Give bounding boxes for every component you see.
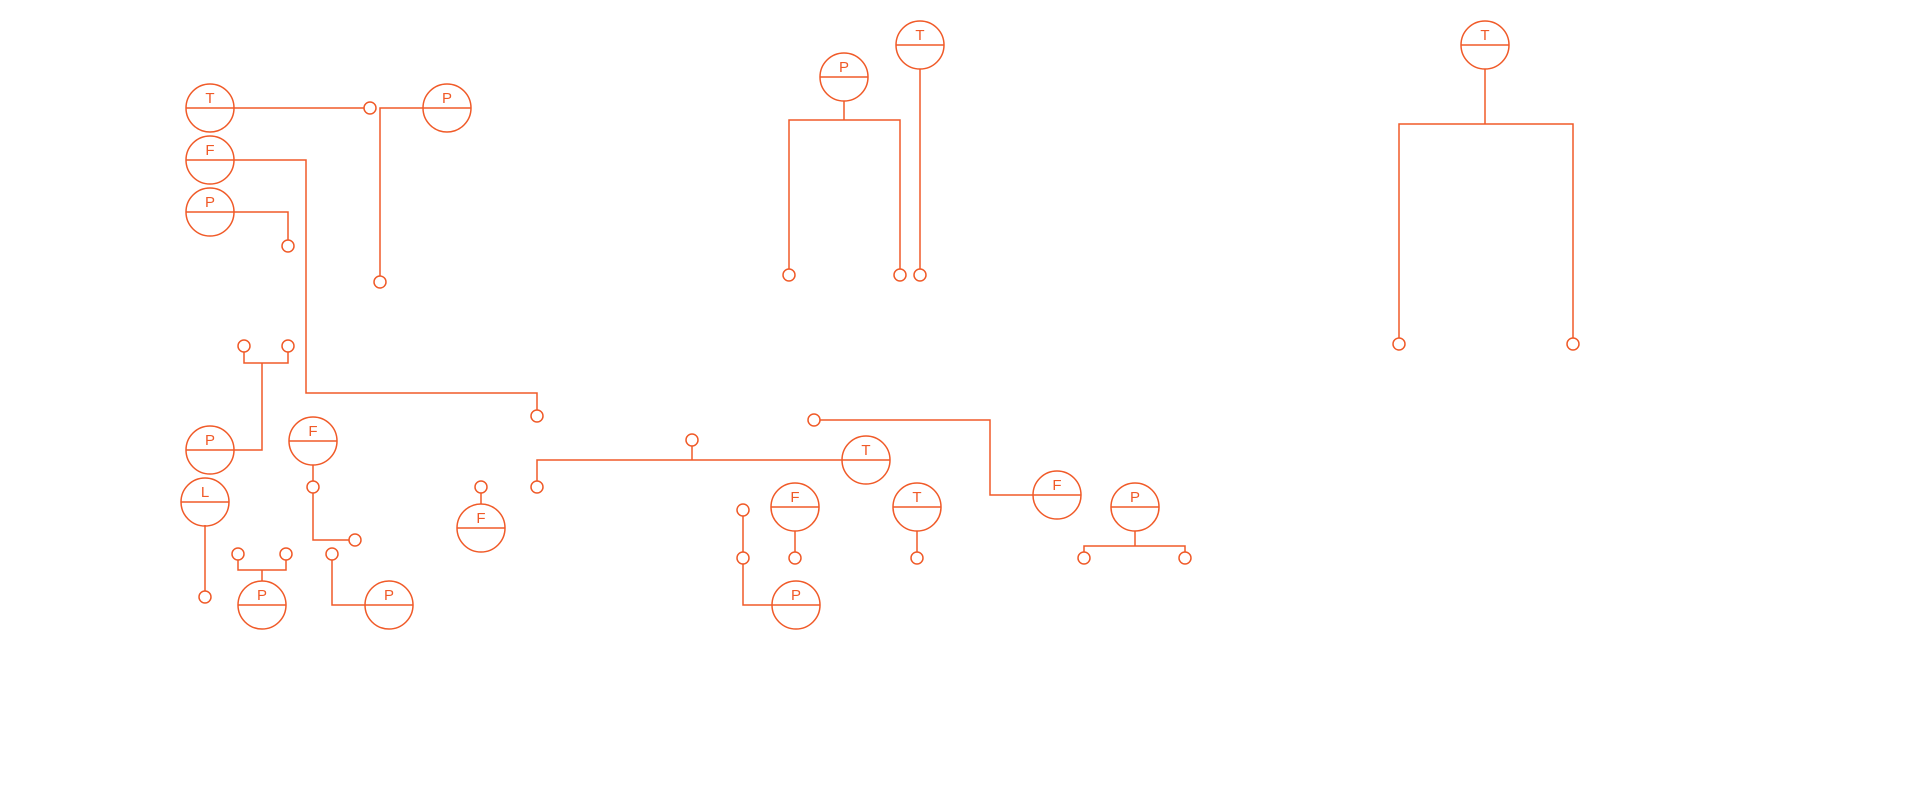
connection-line (237, 560, 287, 571)
connection-line (742, 564, 772, 606)
connection-port[interactable] (1392, 337, 1406, 351)
connection-port[interactable] (198, 590, 212, 604)
connection-line (234, 159, 538, 410)
connection-port[interactable] (363, 101, 377, 115)
connection-line (331, 560, 365, 606)
connection-line (1398, 123, 1574, 338)
connection-port[interactable] (281, 239, 295, 253)
gauge-label: T (915, 27, 924, 44)
connection-line (234, 363, 263, 451)
connection-line (379, 107, 423, 276)
connection-port[interactable] (1178, 551, 1192, 565)
connection-port[interactable] (348, 533, 362, 547)
connection-port[interactable] (910, 551, 924, 565)
connection-port[interactable] (325, 547, 339, 561)
gauge-label: F (308, 423, 317, 440)
connection-port[interactable] (736, 551, 750, 565)
gauge-label: T (205, 90, 214, 107)
connection-port[interactable] (807, 413, 821, 427)
connection-port[interactable] (474, 480, 488, 494)
gauge-label: T (1480, 27, 1489, 44)
connection-line (536, 459, 842, 481)
connection-line (820, 419, 1033, 496)
gauge-label: P (257, 587, 267, 604)
gauge-label: P (1130, 489, 1140, 506)
gauge-label: P (839, 59, 849, 76)
gauge-label: F (476, 510, 485, 527)
gauge-label: F (1052, 477, 1061, 494)
connection-line (788, 119, 901, 269)
connection-port[interactable] (893, 268, 907, 282)
gauge-label: T (912, 489, 921, 506)
connection-port[interactable] (736, 503, 750, 517)
connection-port[interactable] (237, 339, 251, 353)
gauge-label: T (861, 442, 870, 459)
connection-port[interactable] (530, 409, 544, 423)
connection-line (1083, 545, 1186, 552)
gauge-label: F (790, 489, 799, 506)
connection-port[interactable] (788, 551, 802, 565)
connection-port[interactable] (231, 547, 245, 561)
gauge-label: P (205, 194, 215, 211)
connection-line (312, 493, 349, 541)
gauge-label: F (205, 142, 214, 159)
connection-port[interactable] (1566, 337, 1580, 351)
connection-port[interactable] (281, 339, 295, 353)
connection-port[interactable] (306, 480, 320, 494)
connection-line (234, 211, 289, 240)
gauge-label: P (205, 432, 215, 449)
connection-port[interactable] (685, 433, 699, 447)
connection-port[interactable] (530, 480, 544, 494)
gauge-label: P (442, 90, 452, 107)
connection-port[interactable] (373, 275, 387, 289)
connection-port[interactable] (279, 547, 293, 561)
connection-port[interactable] (782, 268, 796, 282)
connection-line (243, 352, 289, 364)
gauge-label: P (384, 587, 394, 604)
connection-port[interactable] (913, 268, 927, 282)
gauge-label: L (201, 484, 209, 501)
gauge-label: P (791, 587, 801, 604)
connection-port[interactable] (1077, 551, 1091, 565)
